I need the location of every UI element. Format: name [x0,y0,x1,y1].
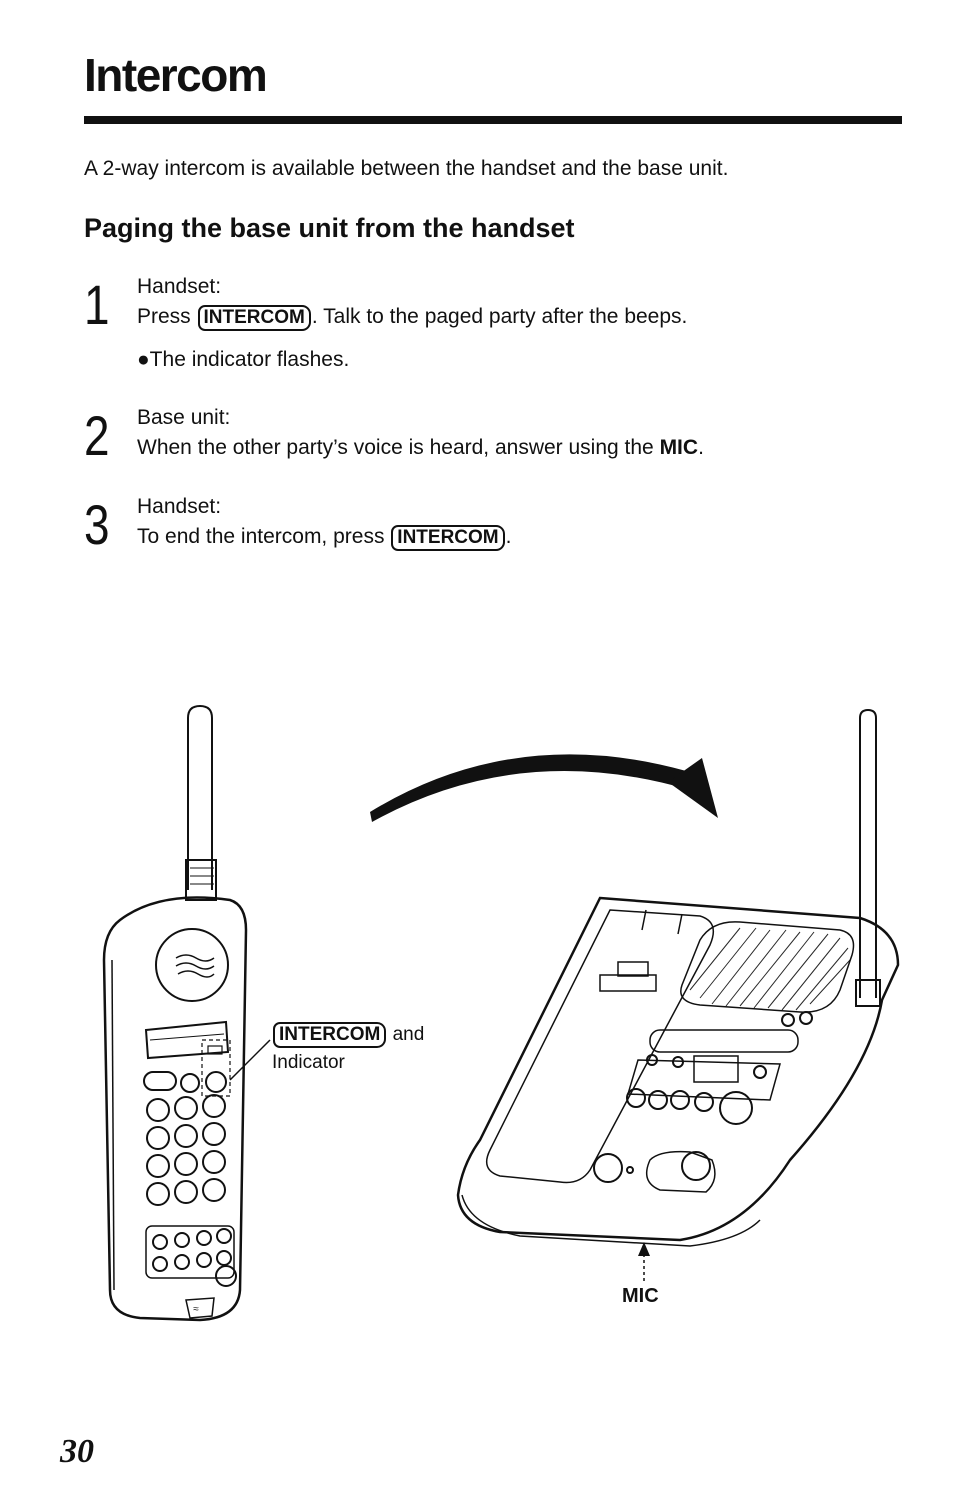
intercom-key: INTERCOM [273,1022,387,1048]
step-1-label: Handset: [137,275,222,298]
step-2: Base unit: When the other party’s voice … [137,403,704,463]
mic-label: MIC [622,1285,659,1307]
step-3-instruction: To end the intercom, press INTERCOM. [137,522,511,552]
step-1-instruction: Press INTERCOM. Talk to the paged party … [137,302,687,332]
step-3: Handset: To end the intercom, press INTE… [137,492,511,552]
title-rule [84,116,902,124]
step-3-number: 3 [84,493,110,556]
page-number: 30 [60,1433,94,1470]
step-1-number: 1 [84,273,110,336]
step-1: Handset: Press INTERCOM. Talk to the pag… [137,272,687,332]
section-heading: Paging the base unit from the handset [84,213,575,243]
step-3-label: Handset: [137,495,222,518]
handset-logo: ≈ [193,1304,199,1315]
intercom-key: INTERCOM [391,525,505,551]
step-2-number: 2 [84,404,110,467]
indicator-label: Indicator [272,1052,345,1073]
intro-text: A 2-way intercom is available between th… [84,157,729,180]
handset-icon [102,704,248,1322]
step-1-bullet: ●The indicator flashes. [137,348,350,371]
step-2-instruction: When the other party’s voice is heard, a… [137,436,704,459]
paging-arrow-icon [370,754,718,822]
mic-term: MIC [659,436,699,459]
intercom-illustration: ≈ [102,704,900,1322]
callout-leader [229,1039,271,1081]
step-2-label: Base unit: [137,406,231,429]
intercom-callout: INTERCOM and [272,1022,424,1048]
intercom-key: INTERCOM [197,305,311,331]
page-title: Intercom [84,49,268,101]
base-unit-icon [456,708,900,1282]
